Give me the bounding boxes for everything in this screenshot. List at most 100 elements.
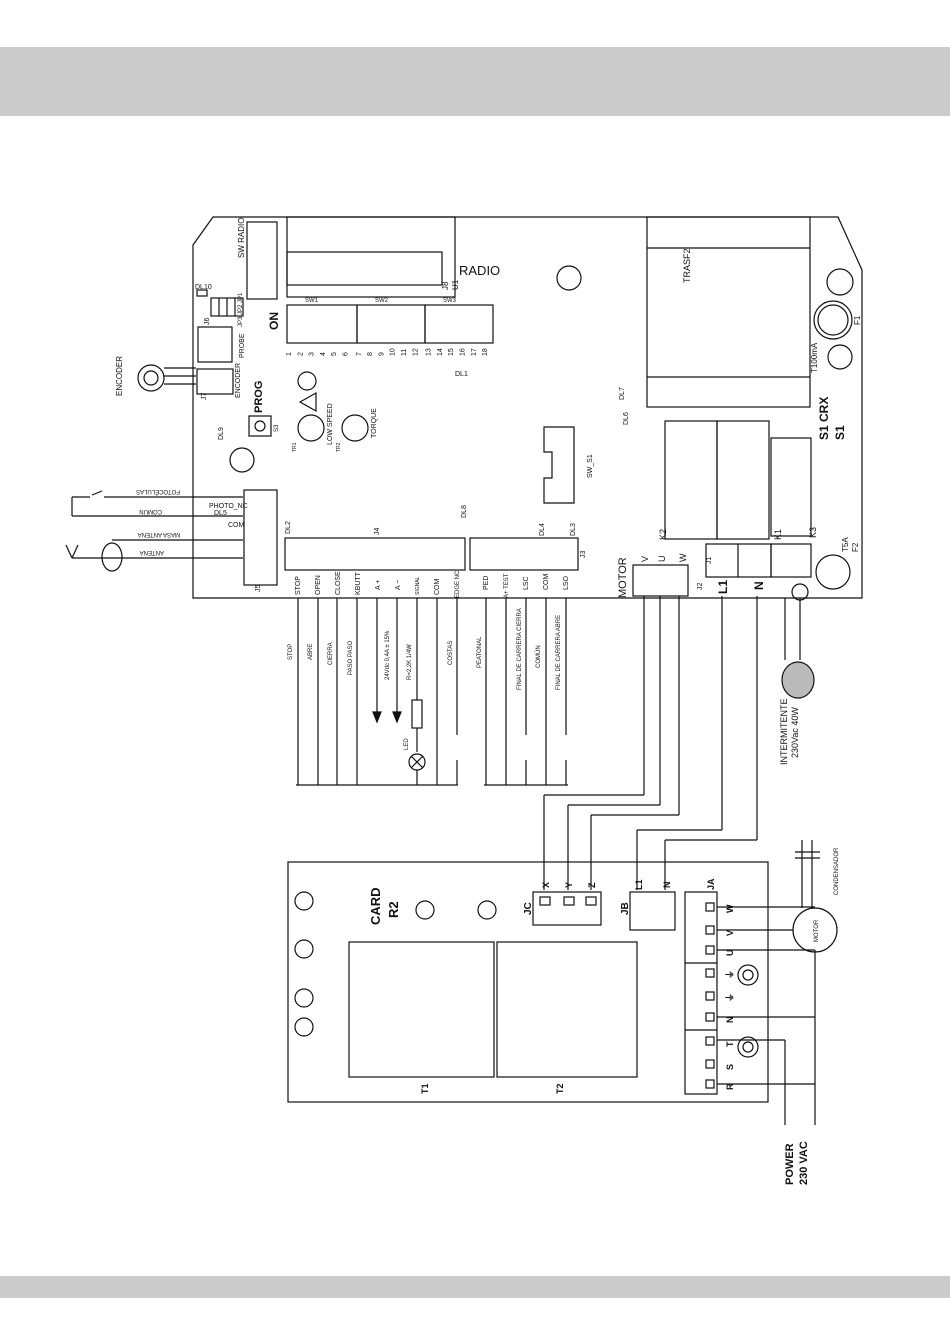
dip-switch-number: 17 bbox=[471, 348, 478, 356]
label-sw3: SW3 bbox=[443, 298, 457, 304]
fuse-f1 bbox=[813, 300, 853, 340]
label-dl6: DL6 bbox=[623, 412, 630, 425]
j4-terminal-edge-nc: EDGE NC bbox=[455, 570, 461, 598]
fuse-f1-inner bbox=[817, 304, 849, 336]
label-s1: S1 bbox=[833, 425, 847, 440]
label-prog: PROG bbox=[253, 381, 265, 413]
board-mount-hole-left bbox=[229, 447, 255, 473]
label-masa-antena: MASA ANTENA bbox=[138, 531, 180, 537]
probe-connector bbox=[197, 326, 233, 363]
lamp-connector bbox=[791, 583, 809, 601]
sw-s1-connector bbox=[543, 426, 575, 504]
label-j5: J5 bbox=[255, 585, 262, 593]
label-s3: S3 bbox=[274, 424, 280, 432]
label-sw-s1: SW_S1 bbox=[587, 454, 594, 478]
label-u1: U1 bbox=[451, 279, 460, 290]
jc-pin-y: Y bbox=[564, 882, 574, 888]
label-costas: COSTAS bbox=[448, 641, 454, 665]
label-l1: L1 bbox=[716, 580, 730, 594]
label-paso-paso: PASO PASO bbox=[348, 641, 354, 675]
fuse-f2 bbox=[815, 554, 851, 590]
label-photo-nc: PHOTO_NC bbox=[209, 503, 248, 510]
ja-pin-label: N bbox=[725, 1017, 735, 1024]
label-s1-crx: S1 CRX bbox=[817, 397, 831, 440]
bottom-gray-band bbox=[0, 1276, 950, 1298]
label-encoder-ext: ENCODER bbox=[115, 356, 124, 396]
label-dl5: DL5 bbox=[214, 510, 227, 517]
j4-terminal-kbutt: KBUTT bbox=[355, 571, 362, 595]
label-card: CARD bbox=[368, 887, 383, 925]
label-r2: R2 bbox=[386, 901, 401, 918]
label-dl2: DL2 bbox=[285, 521, 292, 534]
label-sw1: SW1 bbox=[305, 298, 319, 304]
label-intermitente-spec: 230Vac 40W bbox=[790, 707, 800, 758]
j4-terminal-signal: SIGNAL bbox=[415, 576, 421, 595]
j3-terminal-com: COM bbox=[543, 574, 550, 591]
warning-triangle bbox=[298, 391, 317, 413]
motor-terminal-v: V bbox=[640, 556, 650, 562]
connector-jb bbox=[629, 891, 676, 931]
label-t2: T2 bbox=[555, 1083, 565, 1094]
ja-pin-label: V bbox=[725, 930, 735, 936]
dip-switch-number: 8 bbox=[367, 352, 374, 356]
motor-connector-j2 bbox=[632, 564, 689, 597]
j4-terminal-stop: STOP bbox=[295, 576, 302, 595]
connector-jc bbox=[532, 891, 602, 926]
terminal-block-j3 bbox=[469, 537, 579, 571]
label-radio: RADIO bbox=[459, 263, 500, 278]
low-speed-trimmer[interactable] bbox=[297, 414, 325, 442]
label-k3: K3 bbox=[808, 527, 818, 538]
label-probe: PROBE bbox=[239, 333, 246, 358]
transformer-trasf2 bbox=[646, 216, 811, 408]
label-j3: J3 bbox=[580, 551, 587, 559]
connector-ja bbox=[684, 891, 718, 1095]
label-jc: JC bbox=[523, 902, 534, 915]
card-r2-outline bbox=[287, 861, 769, 1103]
j4-field-wiring bbox=[296, 598, 458, 786]
label-k1: K1 bbox=[773, 529, 783, 540]
dip-switch-number: 16 bbox=[460, 348, 467, 356]
dip-switch-number: 9 bbox=[378, 352, 385, 356]
label-j4: J4 bbox=[374, 528, 381, 536]
relay-k3 bbox=[770, 437, 812, 537]
dl10-led bbox=[196, 289, 208, 297]
dip-switch-sw2[interactable] bbox=[356, 304, 426, 344]
label-power: POWER bbox=[784, 1143, 796, 1185]
j4-terminal-a-minus: A − bbox=[395, 580, 402, 590]
jc-pin-x: X bbox=[541, 882, 551, 888]
label-fc-cierra: FINAL DE CARRERA CIERRA bbox=[517, 608, 523, 690]
dip-switch-number: 3 bbox=[309, 352, 316, 356]
fuse-t100ma bbox=[827, 344, 853, 370]
j3-terminal-ped: PED bbox=[483, 576, 490, 590]
label-resistor: R=2,2K 1/4W bbox=[407, 644, 413, 680]
prog-button-s3[interactable] bbox=[248, 415, 272, 437]
ja-pin-label: T bbox=[725, 1041, 735, 1047]
terminal-block-j4 bbox=[284, 537, 466, 571]
relay-k1 bbox=[716, 420, 770, 540]
jc-pin-z: Z bbox=[587, 882, 597, 888]
dip-switch-number: 1 bbox=[286, 352, 293, 356]
dip-switch-number: 6 bbox=[343, 352, 350, 356]
label-sw-radio: SW RADIO bbox=[237, 218, 246, 258]
label-jb: JB bbox=[620, 902, 631, 915]
relay-connector bbox=[770, 543, 812, 578]
label-j7: J7 bbox=[201, 393, 208, 401]
label-dl3: DL3 bbox=[570, 523, 577, 536]
ja-pin-label: ⏚ bbox=[725, 993, 735, 1002]
dip-switch-number: 11 bbox=[401, 349, 408, 356]
torque-trimmer[interactable] bbox=[341, 414, 369, 442]
dip-switch-sw3[interactable] bbox=[424, 304, 494, 344]
encoder-connector-j7 bbox=[196, 368, 234, 395]
dip-switch-number: 14 bbox=[437, 348, 444, 356]
dip-switch-sw1[interactable] bbox=[286, 304, 358, 344]
label-tr1: TR1 bbox=[292, 442, 298, 452]
jb-pin-l1: L1 bbox=[634, 879, 644, 890]
photo-connector-j5 bbox=[243, 489, 278, 586]
dip-switch-number: 10 bbox=[390, 348, 397, 356]
label-encoder-conn: ENCODER bbox=[235, 363, 242, 398]
top-gray-band bbox=[0, 47, 950, 116]
j3-terminal-lso: LSO bbox=[563, 575, 570, 590]
dip-switch-number: 7 bbox=[356, 352, 363, 356]
